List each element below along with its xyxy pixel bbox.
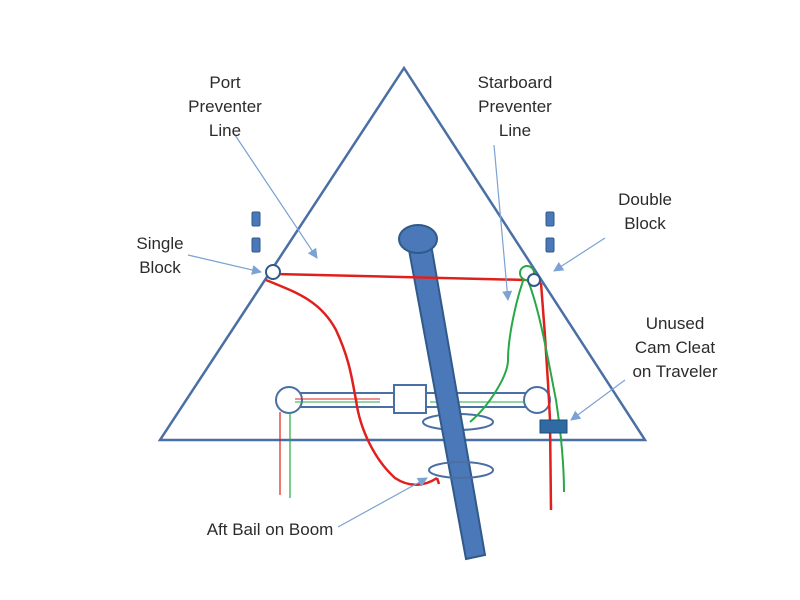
single-block-arrow (187, 254, 262, 275)
double-block-label: Double Block (618, 190, 672, 233)
starboard-preventer-arrow (493, 144, 513, 301)
double-block-arrow (553, 237, 606, 272)
aft-bail-ring (428, 461, 494, 479)
port-deck-fitting-top (251, 211, 261, 227)
single-block-label: Single Block (136, 234, 184, 277)
boat-outline-triangle (157, 65, 648, 442)
aft-bail-label: Aft Bail on Boom (206, 520, 334, 539)
starboard-preventer-green-line (469, 269, 565, 493)
starboard-deck-fitting-top (545, 211, 555, 227)
traveler-car (393, 384, 427, 414)
port-deck-fitting-bottom (251, 237, 261, 253)
double-block-inner (527, 273, 541, 287)
starboard-preventer-label: Starboard Preventer Line (477, 73, 553, 140)
starboard-red-tail (539, 282, 553, 511)
traveler-end-port (275, 386, 303, 414)
gooseneck-end (398, 224, 438, 254)
cam-cleat (539, 419, 568, 434)
port-preventer-red-line (265, 272, 542, 486)
traveler-end-starboard (523, 386, 551, 414)
cam-cleat-arrow (570, 379, 626, 421)
starboard-deck-fitting-bottom (545, 237, 555, 253)
cam-cleat-label: Unused Cam Cleat on Traveler (632, 314, 718, 381)
port-preventer-label: Port Preventer Line (188, 73, 262, 140)
single-block (265, 264, 281, 280)
port-preventer-arrow (234, 134, 318, 259)
aft-bail-arrow (337, 477, 428, 528)
